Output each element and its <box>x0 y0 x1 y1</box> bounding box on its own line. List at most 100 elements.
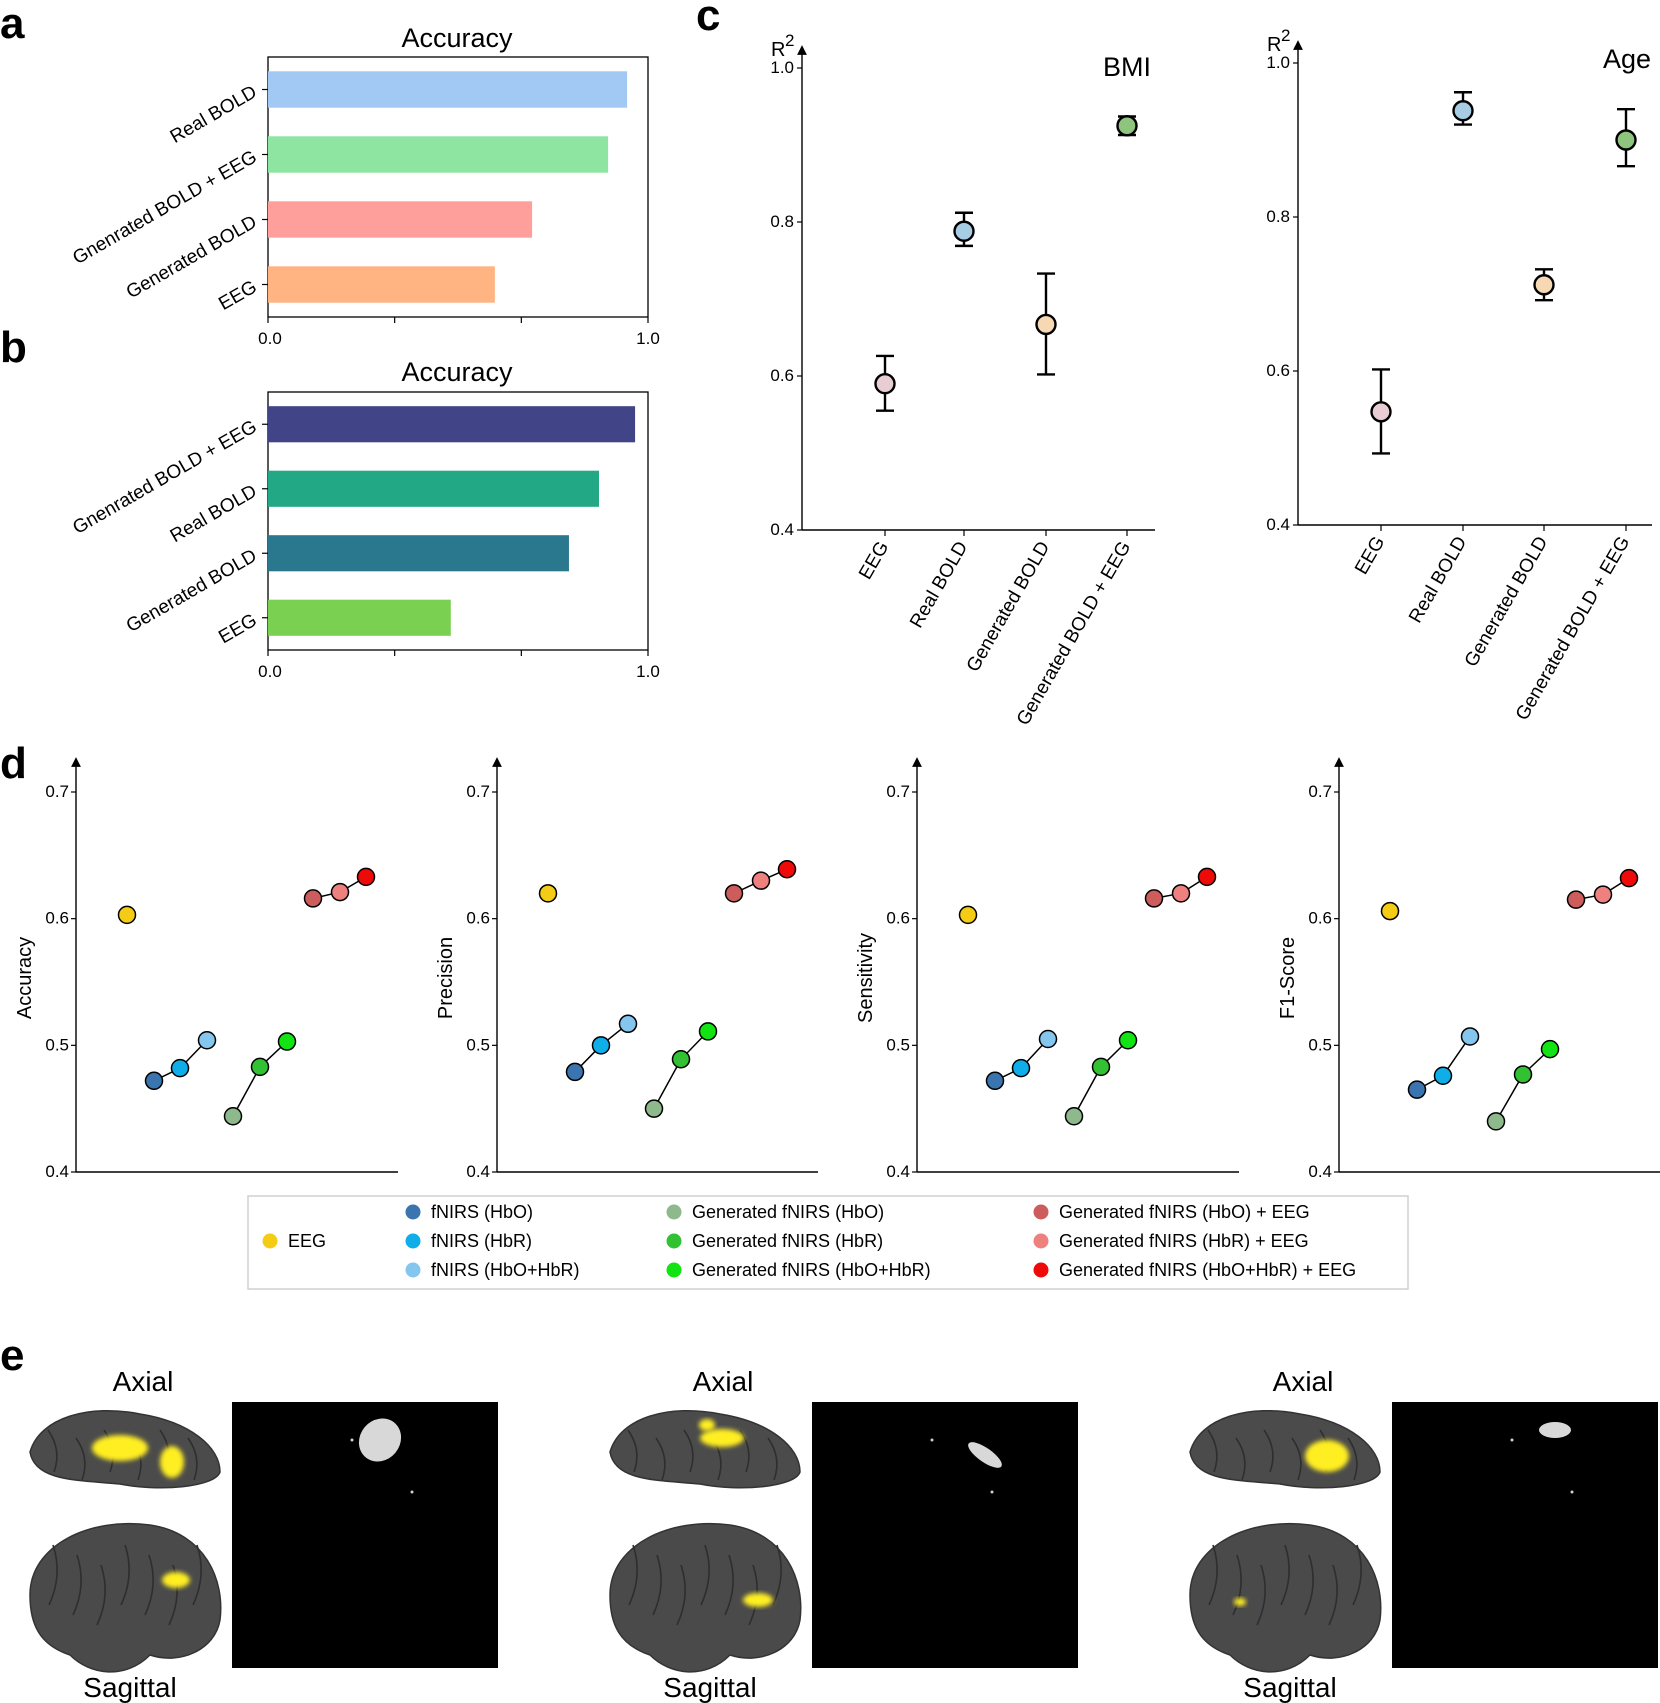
y-axis-label: Precision <box>435 937 457 1019</box>
activation-map-spot <box>968 1442 1002 1468</box>
bar-gnenrated-bold-eeg <box>268 136 609 173</box>
y-tick-label: 0.4 <box>466 1162 490 1181</box>
activation-map-speck <box>930 1438 934 1442</box>
sulcus-line <box>1263 1429 1274 1473</box>
point-generated-fnirs-hbr <box>250 1057 270 1077</box>
legend-label-generated-fnirs-hbo-eeg: Generated fNIRS (HbO) + EEG <box>1059 1202 1310 1222</box>
y-tick-label: 0.6 <box>466 909 490 928</box>
y-tick-label: 0.4 <box>770 520 794 539</box>
legend-marker-generated-fnirs-hbr-eeg <box>1033 1233 1049 1249</box>
y-tick-label: 0.7 <box>45 782 69 801</box>
sulcus-line <box>72 1554 82 1616</box>
y-tick-label: 0.4 <box>1266 515 1290 534</box>
legend-label-fnirs-hbo-hbr: fNIRS (HbO+HbR) <box>431 1260 580 1280</box>
point-real-bold <box>953 220 975 242</box>
y-axis-label: R <box>1267 34 1281 56</box>
sulcus-line <box>192 1544 202 1606</box>
sulcus-line <box>168 1564 178 1626</box>
sulcus-line <box>47 1429 58 1473</box>
panel-a-plot-frame <box>267 56 649 318</box>
sulcus-line <box>676 1564 686 1626</box>
point-fnirs-hbo-hbr <box>618 1014 638 1034</box>
point-generated-fnirs-eeg-hbo-hbr <box>1197 867 1217 887</box>
y-axis-label-superscript: 2 <box>1281 26 1290 45</box>
category-label-eeg: EEG <box>855 538 893 583</box>
sulcus-line <box>739 1429 750 1473</box>
panel-label-d: d <box>0 739 27 788</box>
sulcus-line <box>652 1554 662 1616</box>
chart-title: Age <box>1603 44 1651 74</box>
activation-map-spot <box>358 1418 402 1462</box>
bar-gnenrated-bold-eeg <box>268 406 636 443</box>
sulcus-line <box>628 1544 638 1606</box>
legend-label-fnirs-hbr: fNIRS (HbR) <box>431 1231 532 1251</box>
sulcus-line <box>627 1429 638 1473</box>
point-real-bold <box>1452 100 1474 122</box>
sulcus-line <box>1352 1544 1362 1606</box>
y-tick-label: 1.0 <box>770 58 794 77</box>
point-generated-fnirs-eeg-hbo <box>724 884 744 903</box>
sulcus-line <box>144 1554 154 1616</box>
y-tick-label: 0.6 <box>1308 909 1332 928</box>
y-tick-label: 0.7 <box>886 782 910 801</box>
point-fnirs-hbo-hbr <box>197 1031 217 1050</box>
sulcus-line <box>1235 1437 1246 1481</box>
sulcus-line <box>187 1437 198 1481</box>
point-fnirs-hbo <box>565 1062 585 1082</box>
sulcus-line <box>1207 1429 1218 1473</box>
category-label-gnenrated-bold-eeg: Gnenrated BOLD + EEG <box>69 416 260 538</box>
sulcus-line <box>1347 1437 1358 1481</box>
sulcus-line <box>1280 1544 1290 1606</box>
y-axis-label: F1-Score <box>1277 937 1299 1019</box>
sulcus-line <box>724 1554 734 1616</box>
brain-surface-bottom <box>609 1522 802 1673</box>
activation-map-image <box>1392 1402 1658 1668</box>
activation-map-speck <box>410 1490 414 1494</box>
legend-frame <box>247 1195 1409 1290</box>
point-fnirs-hbr <box>1433 1066 1453 1085</box>
point-generated-fnirs-eeg-hbr <box>330 882 350 902</box>
connector-generated-fnirs <box>653 1030 709 1110</box>
point-generated-fnirs-hbo-hbr <box>698 1022 718 1041</box>
point-fnirs-hbr <box>591 1036 611 1055</box>
point-generated-fnirs-eeg-hbo-hbr <box>1619 868 1639 888</box>
point-eeg <box>117 905 137 925</box>
legend-marker-generated-fnirs-hbo-hbr-eeg <box>1033 1262 1049 1278</box>
y-tick-label: 0.4 <box>1308 1162 1332 1181</box>
activation-hotspot <box>162 1572 190 1588</box>
activation-hotspot <box>699 1419 715 1431</box>
bar-generated-bold <box>268 201 533 238</box>
scatter-f1-score: 0.40.50.60.7F1-Score <box>1277 757 1660 1181</box>
point-generated-bold <box>1533 274 1555 296</box>
category-label-eeg: EEG <box>215 277 260 315</box>
y-axis-label: Sensitivity <box>855 933 877 1023</box>
panel-label-e: e <box>0 1331 24 1380</box>
activation-map-image <box>812 1402 1078 1668</box>
panel-b-title: Accuracy <box>401 357 513 387</box>
legend-label-generated-fnirs-hbo: Generated fNIRS (HbO) <box>692 1202 884 1222</box>
bar-real-bold <box>268 470 599 507</box>
x-tick-label-min: 0.0 <box>258 662 282 681</box>
view-label-axial: Axial <box>1273 1366 1334 1397</box>
activation-hotspot <box>1234 1598 1246 1606</box>
view-label-sagittal: Sagittal <box>83 1672 176 1703</box>
point-fnirs-hbr <box>170 1058 190 1078</box>
y-tick-label: 0.6 <box>886 909 910 928</box>
bar-real-bold <box>268 71 628 108</box>
point-fnirs-hbo-hbr <box>1038 1029 1058 1049</box>
sulcus-line <box>655 1437 666 1481</box>
brain-surface-bottom <box>29 1522 222 1673</box>
y-tick-label: 0.5 <box>45 1035 69 1054</box>
chart-title: BMI <box>1103 52 1151 82</box>
activation-hotspot <box>1305 1440 1349 1472</box>
x-tick-label-max: 1.0 <box>636 662 660 681</box>
panel-label-a: a <box>0 0 25 48</box>
legend-marker-fnirs-hbo <box>405 1204 421 1220</box>
